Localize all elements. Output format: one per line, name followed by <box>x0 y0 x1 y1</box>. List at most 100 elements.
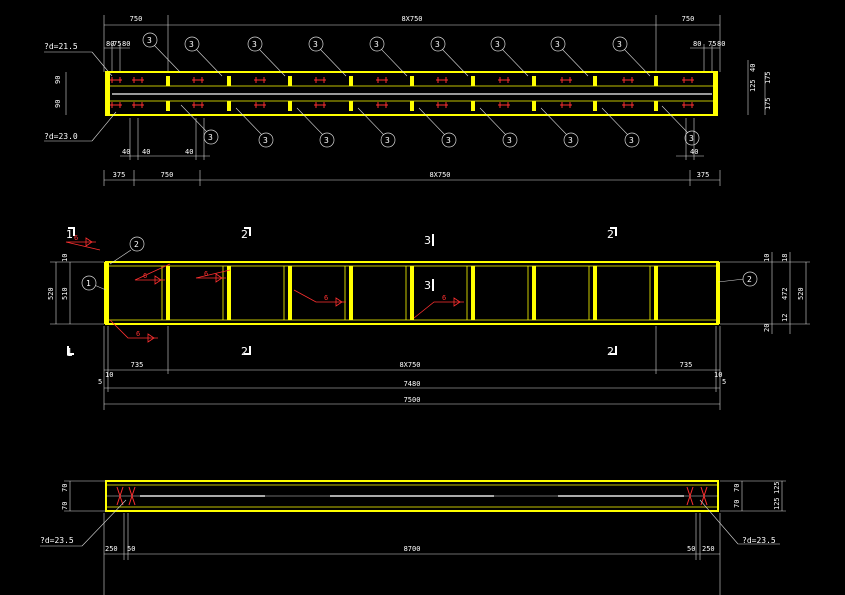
plan-small-dim: 75 <box>708 40 716 48</box>
part-mark-circle <box>441 132 457 148</box>
leader-line <box>441 48 469 77</box>
leader-line <box>153 44 181 73</box>
plan-vert-dim: 90 <box>54 76 62 84</box>
stiffener <box>532 101 536 111</box>
stiffener <box>654 101 658 111</box>
plan-small-dim: 80 <box>106 40 114 48</box>
part-mark-label: 2 <box>134 240 139 249</box>
bottom-right-dim: 70 <box>733 484 741 492</box>
part-mark-circle <box>430 36 446 52</box>
plan-dim-left: 750 <box>130 15 143 23</box>
leader-line <box>380 48 408 77</box>
stiffener <box>166 101 170 111</box>
stiffener <box>654 266 658 320</box>
stiffener <box>593 101 597 111</box>
stiffener <box>166 76 170 86</box>
bottom-left-dim: 70 <box>61 502 69 510</box>
hole-callout-top: ?d=21.5 <box>44 42 78 51</box>
elev-length-inner: 7480 <box>404 380 421 388</box>
part-mark-label: 3 <box>568 136 573 145</box>
plan-bottom-small: 40 <box>690 148 698 156</box>
stiffener <box>593 266 597 320</box>
weld-size-label: 6 <box>74 234 78 242</box>
bolt-hole-mark <box>686 486 694 506</box>
elev-small-dim: 10 <box>105 371 113 379</box>
stiffener <box>227 76 231 86</box>
leader-line <box>180 104 208 133</box>
elev-right-dim: 20 <box>763 324 771 332</box>
elev-right-dim: 472 <box>781 287 789 300</box>
plan-dim-middle: 8X750 <box>401 15 422 23</box>
leader-line <box>479 107 507 136</box>
section-mark-3: 3 <box>424 234 431 247</box>
hole-callout-left: ?d=23.5 <box>40 536 74 545</box>
weld-size-label: 6 <box>442 294 446 302</box>
leader-line <box>540 107 568 136</box>
part-mark-circle <box>184 36 200 52</box>
hole-callout-right: ?d=23.5 <box>742 536 776 545</box>
plan-bottom-dim: 8X750 <box>429 171 450 179</box>
elev-left-dim: 520 <box>47 287 55 300</box>
elev-right-dim: 18 <box>781 254 789 262</box>
plan-bottom-dim: 375 <box>113 171 126 179</box>
bottom-dim: 8700 <box>404 545 421 553</box>
end-plate <box>713 72 717 115</box>
plan-vert-dim: 90 <box>54 100 62 108</box>
stiffener <box>654 76 658 86</box>
weld-size-label: 6 <box>136 330 140 338</box>
elev-left-dim: 510 <box>61 287 69 300</box>
section-mark-2: 2 <box>607 345 614 358</box>
stiffener <box>593 76 597 86</box>
plan-small-dim: 75 <box>113 40 121 48</box>
leader-line <box>601 107 629 136</box>
part-mark-circle <box>612 36 628 52</box>
section-mark-2: 2 <box>241 228 248 241</box>
bolt-hole-mark <box>128 486 136 506</box>
section-mark-3: 3 <box>424 279 431 292</box>
elev-length-total: 7500 <box>404 396 421 404</box>
part-mark-circle <box>550 36 566 52</box>
weld-symbol <box>85 237 93 247</box>
elev-right-dim: 12 <box>781 314 789 322</box>
bottom-right-dim: 125 <box>773 481 781 494</box>
part-mark-label: 3 <box>555 40 560 49</box>
part-mark-circle <box>742 271 758 287</box>
stiffener <box>471 266 475 320</box>
leader-line <box>258 48 286 77</box>
part-mark-circle <box>490 36 506 52</box>
bottom-dim: 250 <box>105 545 118 553</box>
stiffener <box>349 76 353 86</box>
plan-small-dim: 80 <box>122 40 130 48</box>
elev-small-dim: 5 <box>722 378 726 386</box>
bottom-dim: 250 <box>702 545 715 553</box>
leader-line <box>501 48 529 77</box>
section-mark-1: 1 <box>66 228 73 241</box>
part-mark-circle <box>319 132 335 148</box>
stiffener <box>288 101 292 111</box>
section-marks: 1 1 2 2 3 3 2 2 <box>66 227 617 359</box>
part-mark-label: 3 <box>629 136 634 145</box>
leader-line <box>195 48 223 77</box>
stiffener <box>288 266 292 320</box>
stiffener <box>410 76 414 86</box>
part-mark-circle <box>247 36 263 52</box>
leader-line <box>661 105 689 134</box>
stiffener <box>532 76 536 86</box>
plan-right-dim: 175 <box>764 71 772 84</box>
part-mark-circle <box>380 132 396 148</box>
hole-callout-bottom: ?d=23.0 <box>44 132 78 141</box>
elev-bottom-dim: 735 <box>680 361 693 369</box>
weld-symbol-leader <box>109 319 158 339</box>
end-plate <box>716 262 720 324</box>
part-mark-circle <box>308 36 324 52</box>
part-mark-label: 3 <box>495 40 500 49</box>
part-mark-label: 3 <box>446 136 451 145</box>
section-mark-1: 1 <box>66 346 73 359</box>
plan-small-dim: 80 <box>693 40 701 48</box>
bottom-right-dim: 125 <box>773 497 781 510</box>
part-mark-label: 3 <box>385 136 390 145</box>
leader-line <box>623 48 651 77</box>
plan-bottom-small: 40 <box>185 148 193 156</box>
part-mark-label: 1 <box>86 279 91 288</box>
